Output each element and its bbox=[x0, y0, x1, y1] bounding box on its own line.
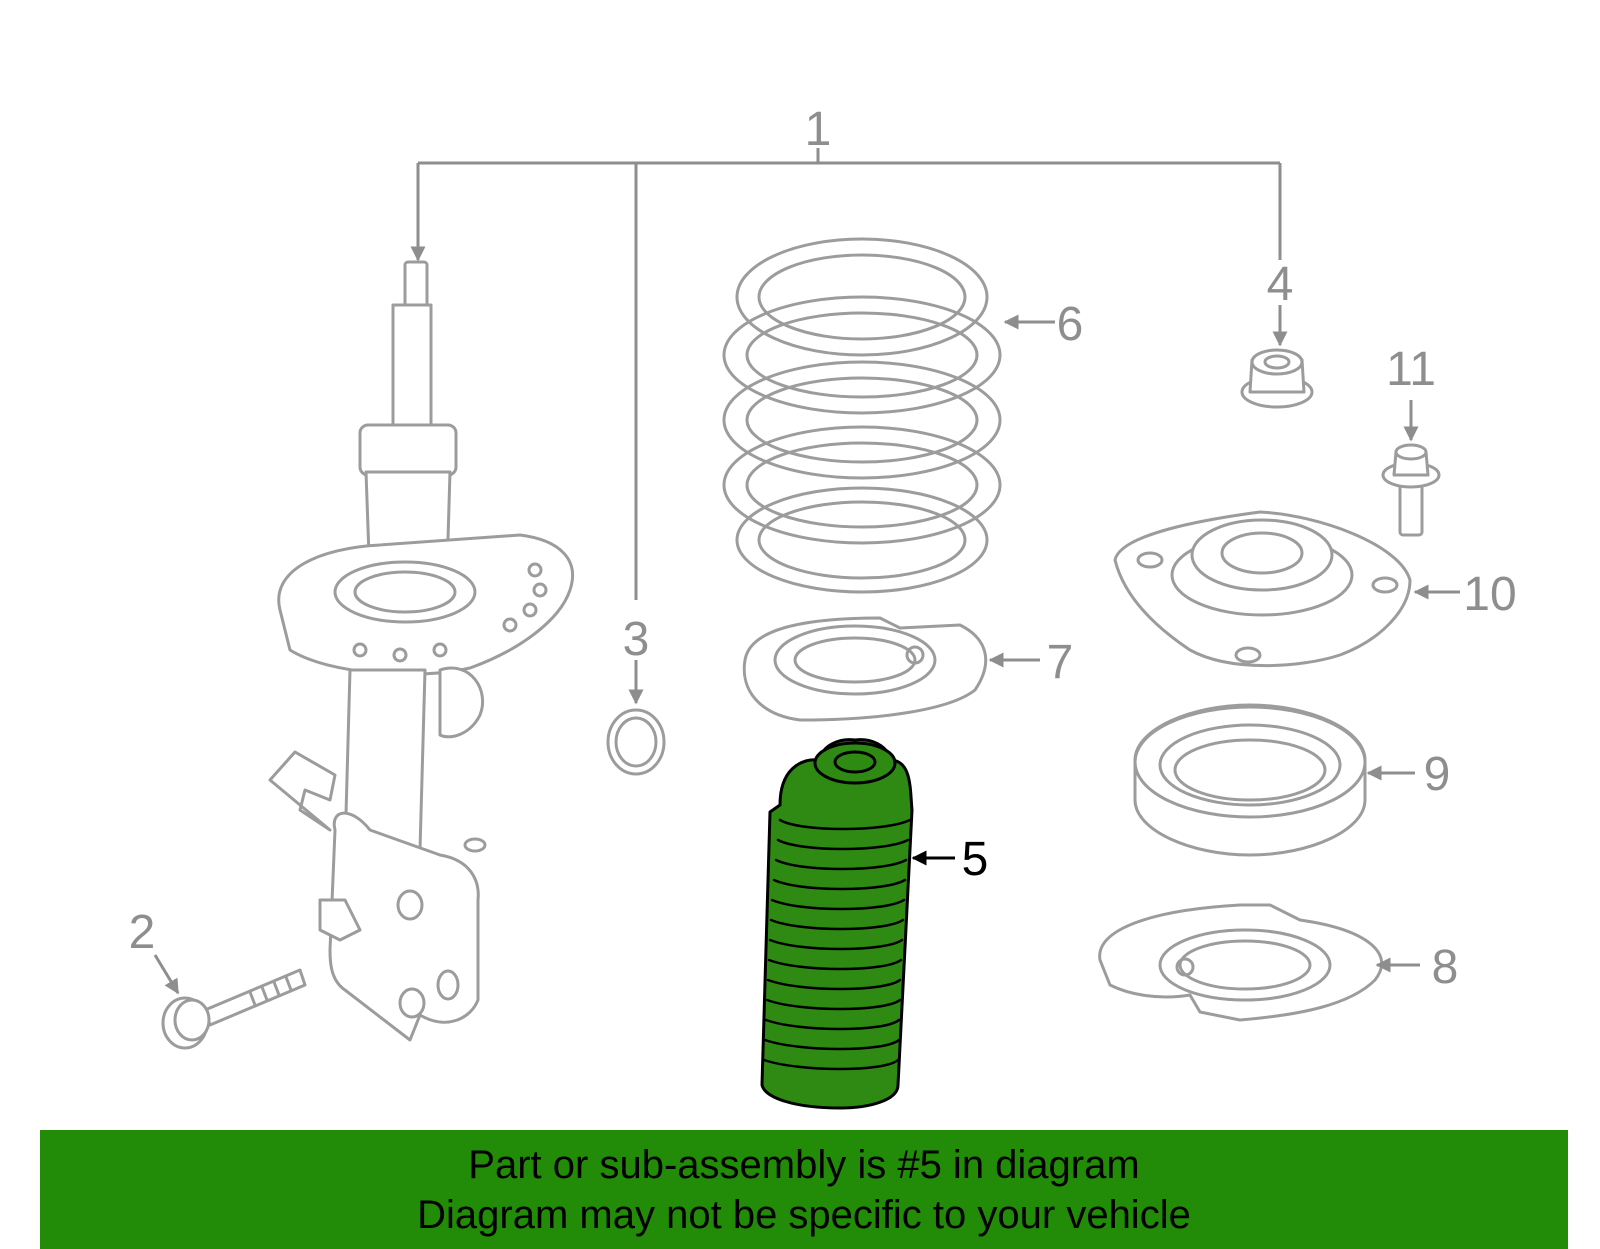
part-4-flange-nut bbox=[1240, 305, 1314, 409]
callout-1-bracket bbox=[410, 148, 1282, 600]
callout-3: 3 bbox=[623, 613, 650, 666]
part-7-spring-seat bbox=[742, 616, 1040, 722]
callout-9: 9 bbox=[1424, 748, 1451, 801]
strut-assembly bbox=[268, 260, 575, 1042]
callout-7: 7 bbox=[1047, 636, 1074, 689]
info-banner: Part or sub-assembly is #5 in diagram Di… bbox=[40, 1130, 1568, 1249]
part-9-bearing bbox=[1133, 703, 1415, 857]
callout-1: 1 bbox=[805, 103, 832, 156]
part-3-nut bbox=[606, 660, 666, 776]
callout-10: 10 bbox=[1463, 568, 1516, 621]
callout-8: 8 bbox=[1432, 941, 1459, 994]
callout-2: 2 bbox=[129, 906, 156, 959]
part-2-bolt bbox=[153, 954, 307, 1050]
part-5-dust-boot bbox=[760, 738, 955, 1110]
callout-5: 5 bbox=[962, 833, 989, 886]
part-11-bolt bbox=[1381, 400, 1441, 537]
callout-6: 6 bbox=[1057, 298, 1084, 351]
banner-line-part: Part or sub-assembly is #5 in diagram bbox=[468, 1142, 1140, 1187]
callout-11: 11 bbox=[1386, 343, 1436, 396]
parts-diagram: 1 2 3 4 5 6 7 8 9 10 11 bbox=[129, 103, 1517, 1110]
part-6-coil-spring bbox=[722, 237, 1055, 594]
part-8-lower-seat bbox=[1098, 903, 1420, 1022]
callout-4: 4 bbox=[1267, 258, 1294, 311]
banner-line-disclaimer: Diagram may not be specific to your vehi… bbox=[417, 1192, 1191, 1237]
part-10-strut-mount bbox=[1113, 510, 1460, 668]
